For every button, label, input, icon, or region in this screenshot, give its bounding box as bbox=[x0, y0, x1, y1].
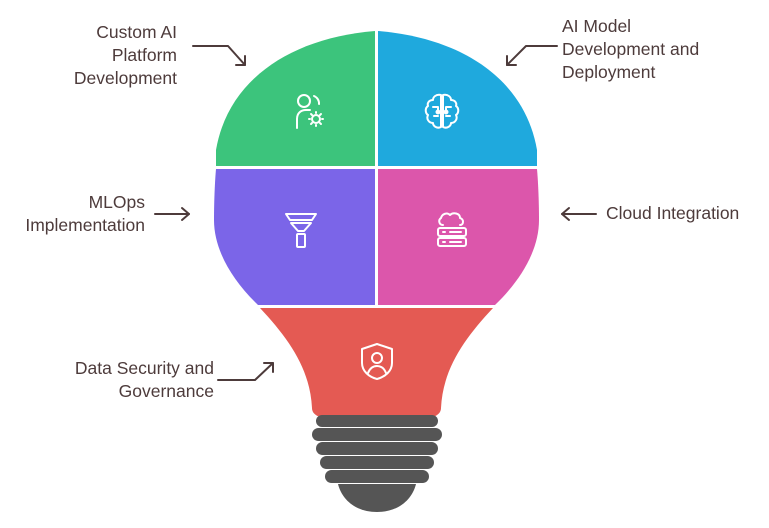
arrow-data-security bbox=[218, 363, 273, 380]
segment-custom-ai-platform bbox=[216, 31, 375, 166]
base-ring bbox=[312, 428, 442, 441]
arrow-custom-ai-platform bbox=[193, 46, 245, 65]
base-ring bbox=[316, 442, 438, 455]
segment-mlops bbox=[214, 169, 375, 305]
base-ring bbox=[320, 456, 434, 469]
arrow-ai-model bbox=[507, 46, 557, 65]
arrow-mlops bbox=[155, 208, 189, 220]
base-ring bbox=[325, 470, 429, 483]
label-custom-ai-platform: Custom AI Platform Development bbox=[74, 21, 177, 90]
label-data-security: Data Security and Governance bbox=[75, 357, 214, 403]
label-ai-model: AI Model Development and Deployment bbox=[562, 15, 699, 84]
bulb-base bbox=[312, 415, 442, 512]
arrow-cloud bbox=[562, 208, 596, 220]
segment-ai-model bbox=[378, 31, 537, 166]
base-tip bbox=[338, 484, 416, 512]
label-mlops: MLOps Implementation bbox=[25, 191, 145, 237]
label-cloud-integration: Cloud Integration bbox=[606, 202, 739, 225]
base-ring bbox=[316, 415, 438, 427]
